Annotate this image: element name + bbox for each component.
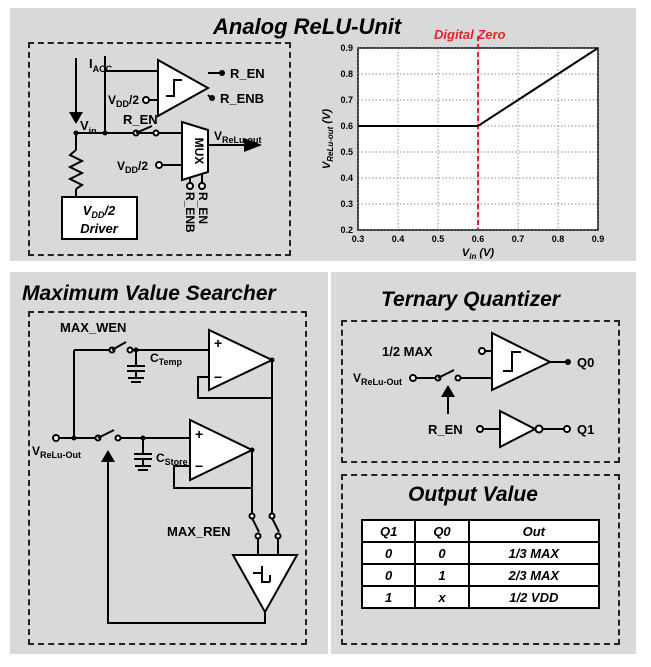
vdd2-driver xyxy=(61,196,138,240)
r-en-label-1: R_EN xyxy=(230,66,265,81)
relu-title: Analog ReLU-Unit xyxy=(213,14,402,39)
y-tick-label: 0.3 xyxy=(340,199,353,209)
max-wen-label: MAX_WEN xyxy=(60,320,126,335)
output-arrow-icon xyxy=(244,138,262,152)
svg-text:VDD/2: VDD/2 xyxy=(83,203,116,220)
table-cell: 1 xyxy=(414,563,470,587)
table-cell: 0 xyxy=(360,541,417,565)
iacc-label: IACC xyxy=(89,56,113,74)
table-row: 0 0 1/3 MAX xyxy=(360,541,601,565)
cstore-label: CStore xyxy=(156,451,188,467)
table-row: 1 x 1/2 VDD xyxy=(360,585,601,609)
table-cell: 2/3 MAX xyxy=(467,563,601,587)
control-arrow-icon xyxy=(101,450,115,462)
ctemp-label: CTemp xyxy=(150,351,183,367)
r-en-label-2: R_EN xyxy=(123,112,158,127)
mvs-title: Maximum Value Searcher xyxy=(22,282,276,305)
y-axis-label: VReLu-out (V) xyxy=(321,109,335,170)
table-header-q1: Q1 xyxy=(360,519,417,543)
x-tick-label: 0.8 xyxy=(552,234,565,244)
svg-text:MUX: MUX xyxy=(192,138,206,165)
opamp-top xyxy=(208,328,275,392)
table-cell: x xyxy=(414,585,470,609)
mvs-circuit-box xyxy=(28,311,307,645)
relu-circuit-box xyxy=(28,42,291,256)
y-tick-label: 0.6 xyxy=(340,121,353,131)
tq-circuit-box xyxy=(341,320,620,463)
ov-title: Output Value xyxy=(408,483,538,506)
comparator-down xyxy=(231,554,299,615)
vrelu-out-label-mvs: VReLu-Out xyxy=(32,444,81,460)
vdd2-label-1: VDD/2 xyxy=(108,93,139,109)
y-tick-label: 0.8 xyxy=(340,69,353,79)
max-ren-label: MAX_REN xyxy=(167,524,231,539)
x-tick-label: 0.9 xyxy=(592,234,605,244)
table-header-q0: Q0 xyxy=(414,519,470,543)
svg-text:Driver: Driver xyxy=(80,221,119,236)
table-cell: 1 xyxy=(360,585,417,609)
opamp-bottom xyxy=(189,418,255,482)
table-cell: 1/2 VDD xyxy=(467,585,601,609)
table-row: 0 1 2/3 MAX xyxy=(360,563,601,587)
q0-label: Q0 xyxy=(577,355,594,370)
r-en-label-tq: R_EN xyxy=(428,422,463,437)
inverter xyxy=(499,409,538,449)
x-tick-label: 0.5 xyxy=(432,234,445,244)
y-tick-label: 0.4 xyxy=(340,173,353,183)
svg-text:+: + xyxy=(214,335,222,351)
relu-curve xyxy=(358,47,599,127)
svg-text:−: − xyxy=(195,458,203,474)
x-tick-label: 0.4 xyxy=(392,234,405,244)
x-tick-label: 0.3 xyxy=(352,234,365,244)
ov-box xyxy=(341,474,620,645)
table-header-out: Out xyxy=(467,519,601,543)
tq-control-arrow-icon xyxy=(441,385,455,397)
x-tick-label: 0.6 xyxy=(472,234,485,244)
y-tick-label: 0.9 xyxy=(340,43,353,53)
table-cell: 0 xyxy=(360,563,417,587)
mvs-circuit: MAX_WEN CTemp + − VReLu-Out xyxy=(32,320,299,624)
digital-zero-label: Digital Zero xyxy=(434,27,506,42)
vdd2-label-2: VDD/2 xyxy=(117,159,148,175)
vrelu-out-label: VReLu-out xyxy=(214,129,262,145)
comparator-tq xyxy=(491,331,553,392)
half-max-label: 1/2 MAX xyxy=(382,344,433,359)
resistor xyxy=(67,149,85,190)
tq-title: Ternary Quantizer xyxy=(381,288,560,311)
r-enb-label-1: R_ENB xyxy=(220,91,264,106)
svg-text:+: + xyxy=(195,426,203,442)
comparator xyxy=(157,58,211,118)
q1-label: Q1 xyxy=(577,422,594,437)
table-header-row: Q1 Q0 Out xyxy=(360,519,601,543)
r-en-label-3: R_EN xyxy=(196,192,210,224)
mux xyxy=(181,120,209,182)
vin-label: Vin xyxy=(80,118,97,136)
current-arrow-icon xyxy=(69,112,83,124)
vrelu-out-label-tq: VReLu-Out xyxy=(353,371,402,387)
svg-text:−: − xyxy=(214,369,222,385)
table-cell: 0 xyxy=(414,541,470,565)
x-tick-label: 0.7 xyxy=(512,234,525,244)
tq-circuit: 1/2 MAX Q0 VReLu-Out R_EN Q1 xyxy=(353,331,594,449)
table-cell: 1/3 MAX xyxy=(467,541,601,565)
relu-circuit: IACC Vin VDD/2 Driver VDD/2 R_EN R_ENB R… xyxy=(61,56,265,240)
output-value-table: Q1 Q0 Out 0 0 1/3 MAX 0 1 2/3 MAX 1 x 1/… xyxy=(360,519,601,609)
y-tick-label: 0.2 xyxy=(340,225,353,235)
y-tick-label: 0.5 xyxy=(340,147,353,157)
x-axis-label: Vin (V) xyxy=(462,247,495,261)
y-tick-label: 0.7 xyxy=(340,95,353,105)
r-enb-label-2: R_ENB xyxy=(183,192,197,233)
